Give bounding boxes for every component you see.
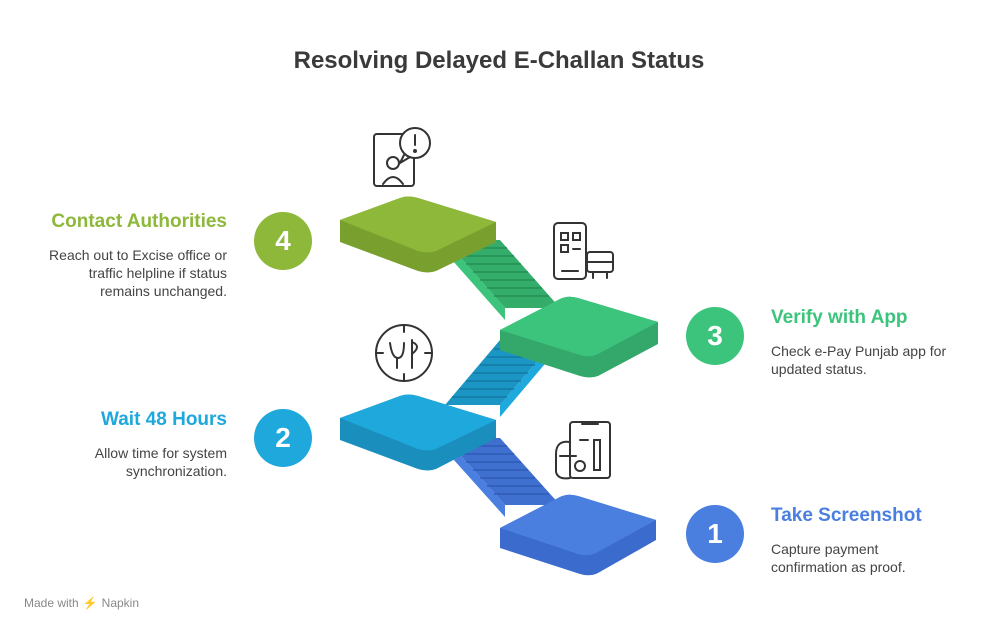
platform-1: [500, 494, 656, 576]
clock-icon: [375, 324, 433, 382]
step-title-4: Contact Authorities: [51, 211, 227, 232]
step-badge-3: 3: [686, 307, 744, 365]
footer-text: Made with: [24, 596, 79, 610]
footer: Made with ⚡ Napkin: [24, 596, 139, 610]
diagram-title: Resolving Delayed E-Challan Status: [293, 47, 705, 74]
step-desc-4: Reach out to Excise office or traffic he…: [49, 247, 227, 299]
platform-4: [340, 196, 496, 273]
phone-alert-icon: [373, 127, 431, 187]
step-desc-3: Check e-Pay Punjab app for updated statu…: [771, 343, 947, 377]
step-title-2: Wait 48 Hours: [101, 409, 227, 430]
step-desc-1: Capture payment confirmation as proof.: [771, 541, 906, 575]
step-badge-1: 1: [686, 505, 744, 563]
step-title-1: Take Screenshot: [771, 505, 922, 526]
footer-brand: Napkin: [101, 596, 140, 610]
receipt-hand-icon: [555, 421, 611, 480]
stair-flight-3-4: [445, 240, 560, 320]
platform-2: [340, 394, 496, 471]
napkin-logo-icon: ⚡: [82, 596, 98, 610]
step-badge-2: 2: [254, 409, 312, 467]
step-title-3: Verify with App: [771, 307, 908, 328]
step-desc-2: Allow time for system synchronization.: [94, 445, 227, 479]
step-badge-4: 4: [254, 212, 312, 270]
platform-3: [500, 296, 658, 378]
phone-qr-icon: [553, 222, 614, 280]
